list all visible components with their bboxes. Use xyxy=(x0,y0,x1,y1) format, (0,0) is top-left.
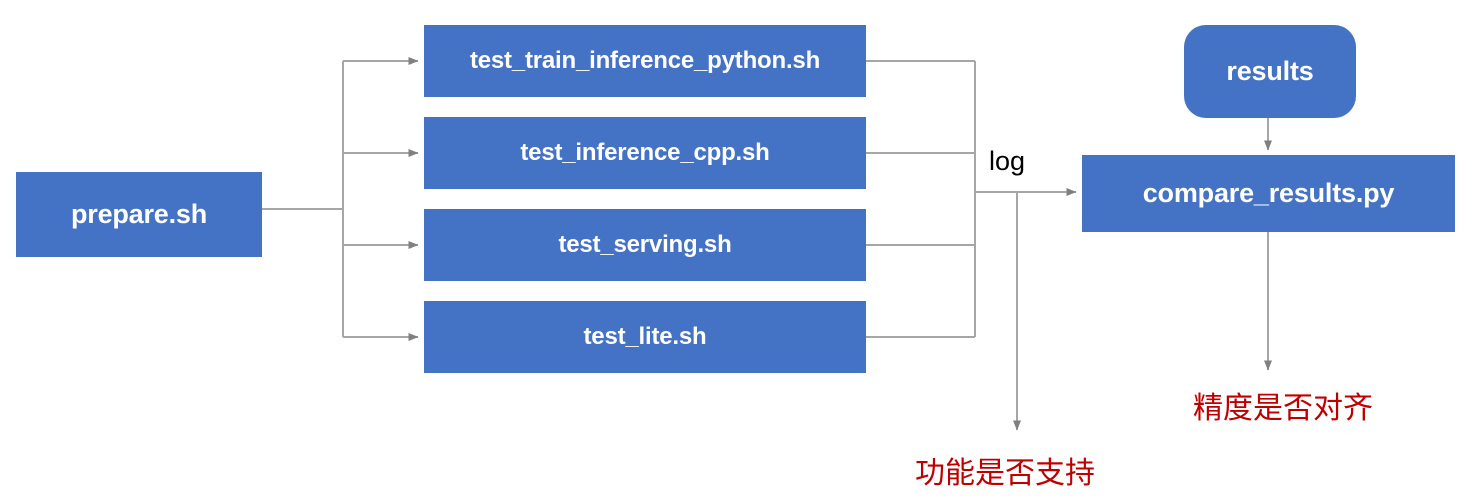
node-compare-results-py[interactable]: compare_results.py xyxy=(1082,155,1455,232)
edge-label-log: log xyxy=(989,146,1026,176)
node-test-serving-sh[interactable]: test_serving.sh xyxy=(424,209,866,281)
node-test-train-inference-python-sh[interactable]: test_train_inference_python.sh xyxy=(424,25,866,97)
note-precision-align: 精度是否对齐 xyxy=(1193,392,1373,425)
node-test-lite-sh[interactable]: test_lite.sh xyxy=(424,301,866,373)
node-test-inference-cpp-sh[interactable]: test_inference_cpp.sh xyxy=(424,117,866,189)
node-results[interactable]: results xyxy=(1184,25,1356,118)
note-feature-support: 功能是否支持 xyxy=(915,457,1095,490)
node-prepare-sh[interactable]: prepare.sh xyxy=(16,172,262,257)
